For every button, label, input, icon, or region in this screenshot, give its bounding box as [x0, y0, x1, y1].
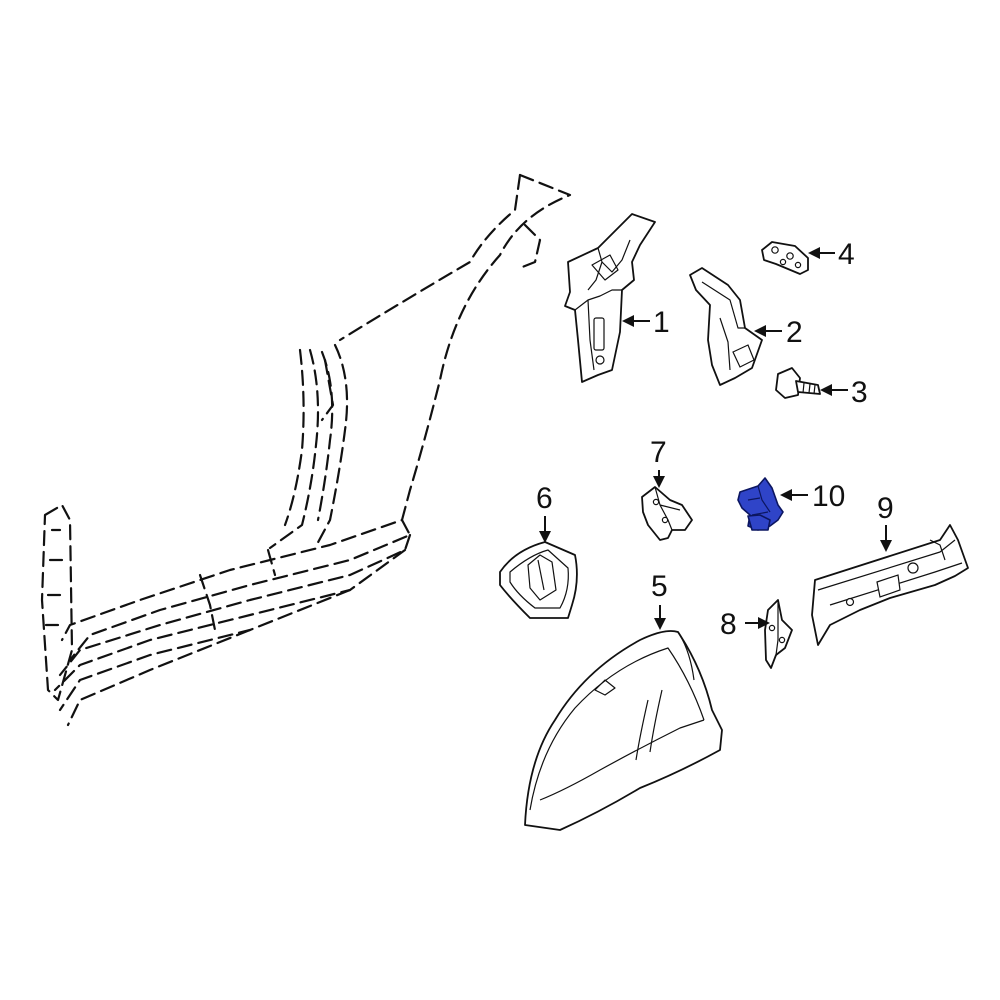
callout-1: 1	[653, 306, 670, 339]
callout-5: 5	[651, 570, 668, 603]
callout-4: 4	[838, 238, 855, 271]
part-6-extension	[499, 541, 578, 619]
part-2-bracket	[689, 267, 763, 386]
callout-6: 6	[536, 482, 553, 515]
part-3-bolt	[775, 367, 821, 399]
leader-lines	[539, 247, 892, 630]
callout-9: 9	[877, 492, 894, 525]
callout-8: 8	[720, 608, 737, 641]
body-outline	[40, 173, 572, 727]
callout-labels: 1 2 3 4 5 6 7 8 9 10	[536, 238, 894, 641]
part-8-small-bracket	[764, 599, 793, 669]
part-1-pillar-reinforcement	[564, 213, 656, 383]
part-5-wheelhouse	[524, 630, 723, 831]
callout-3: 3	[851, 376, 868, 409]
part-7-bracket	[641, 486, 693, 541]
part-4-hinge-plate	[761, 241, 809, 275]
callout-10: 10	[812, 480, 845, 513]
part-10-highlighted-bracket	[737, 477, 784, 531]
part-9-inner-panel	[811, 524, 969, 646]
callout-7: 7	[650, 436, 667, 469]
callout-2: 2	[786, 316, 803, 349]
